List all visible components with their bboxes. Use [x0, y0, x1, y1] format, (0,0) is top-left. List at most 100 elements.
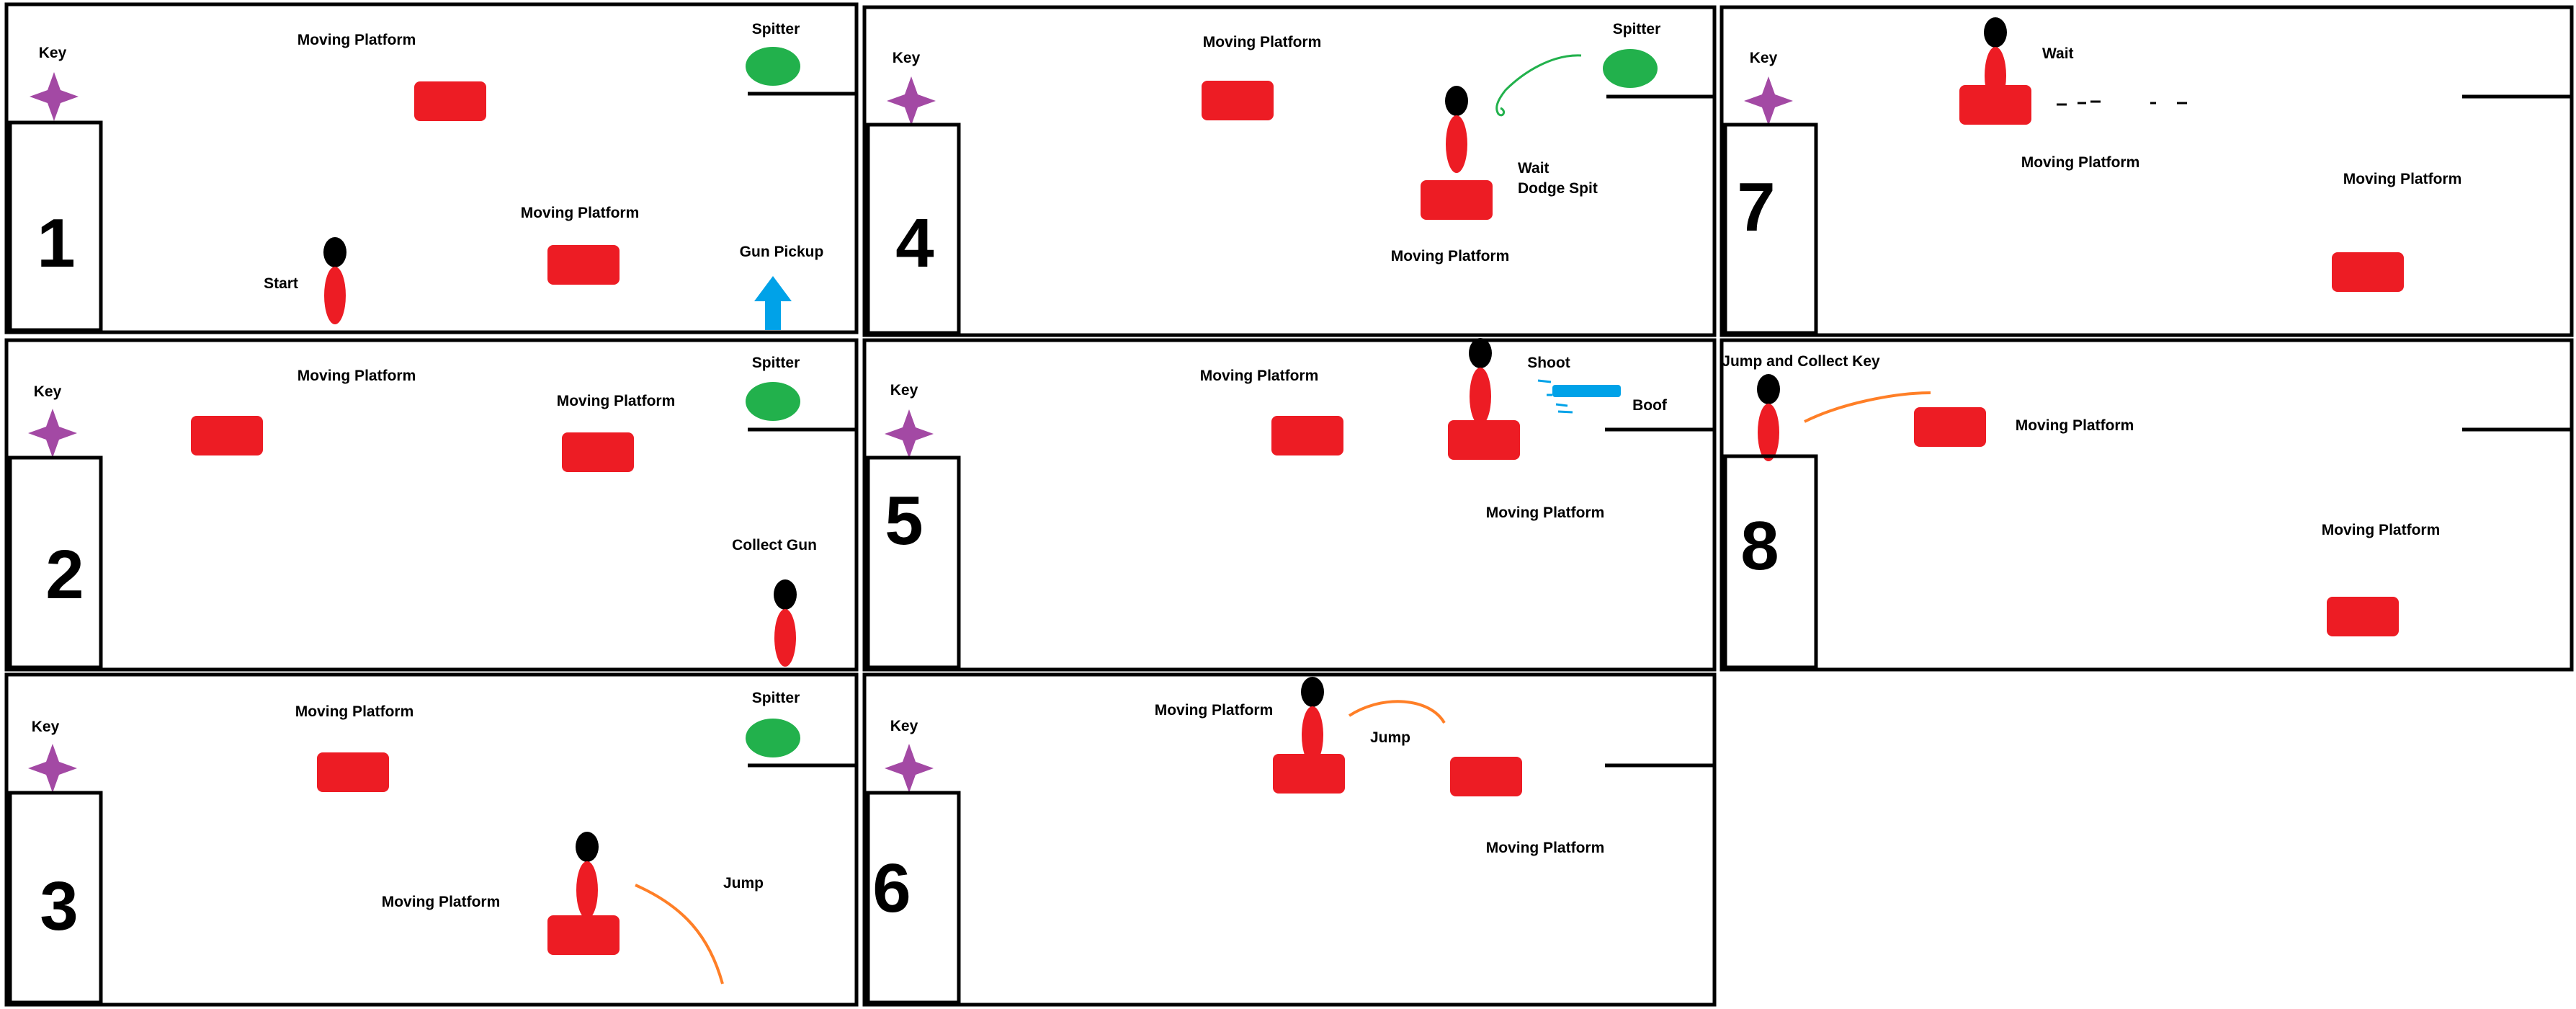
spitter-label: Spitter — [752, 21, 800, 37]
panel-number: 4 — [895, 205, 934, 282]
panel-frame — [4, 672, 859, 1007]
key-label: Key — [32, 719, 60, 735]
start-label: Start — [264, 275, 298, 292]
moving-platform — [2327, 597, 2399, 636]
panel-number: 3 — [40, 868, 78, 945]
key-icon — [885, 409, 934, 458]
door — [8, 120, 103, 332]
collect-gun-label: Collect Gun — [732, 537, 817, 554]
player-character — [1445, 86, 1468, 173]
spit-projectile — [1495, 54, 1582, 117]
wait-label: Wait — [1518, 160, 1549, 177]
spitter-label: Spitter — [752, 355, 800, 371]
panel-frame — [1719, 338, 2574, 672]
key-label: Key — [890, 718, 918, 734]
spitter-label: Spitter — [752, 690, 800, 706]
moving-platform-label: Moving Platform — [521, 205, 640, 221]
gun-shot-projectile — [1552, 385, 1621, 397]
moving-platform-label: Moving Platform — [1391, 248, 1510, 265]
key-icon — [1744, 76, 1793, 125]
shot-spray — [1537, 379, 1573, 414]
shoot-label: Shoot — [1527, 355, 1570, 371]
moving-platform-label: Moving Platform — [2343, 171, 2462, 187]
key-label: Key — [893, 50, 921, 66]
moving-platform-label: Moving Platform — [1200, 368, 1319, 384]
panel-7: Key 7 Wait Moving Platform Moving Platfo… — [1719, 5, 2574, 337]
panel-2: Key 2 Moving Platform Moving Platform Sp… — [4, 338, 859, 672]
dodge-spit-label: Dodge Spit — [1518, 180, 1598, 197]
moving-platform — [2332, 252, 2404, 292]
moving-platform-label: Moving Platform — [1486, 504, 1605, 521]
key-label: Key — [890, 382, 918, 399]
moving-platform — [547, 245, 620, 285]
moving-platform — [1448, 420, 1520, 460]
moving-platform — [562, 432, 634, 472]
player-character — [1757, 374, 1780, 461]
player-character — [1469, 338, 1492, 425]
panel-frame — [862, 5, 1717, 337]
spitter-enemy — [746, 382, 800, 421]
key-icon — [28, 744, 77, 793]
moving-platform-label: Moving Platform — [2322, 522, 2441, 538]
moving-platform — [317, 752, 389, 792]
moving-platform-label: Moving Platform — [382, 894, 501, 910]
panel-number: 7 — [1737, 169, 1775, 246]
panel-frame — [862, 338, 1717, 672]
key-icon — [28, 409, 77, 458]
spitter-label: Spitter — [1613, 21, 1661, 37]
player-character — [576, 832, 599, 919]
spitter-enemy — [746, 47, 800, 86]
jump-and-collect-key-label: Jump and Collect Key — [1722, 353, 1880, 370]
boof-label: Boof — [1632, 397, 1668, 414]
key-icon — [887, 76, 936, 125]
motion-trail — [2057, 100, 2187, 106]
jump-arc — [1348, 700, 1446, 724]
door — [1723, 454, 1818, 670]
jump-label: Jump — [723, 875, 764, 892]
key-icon — [885, 744, 934, 793]
moving-platform — [191, 416, 263, 455]
moving-platform — [1271, 416, 1343, 455]
panel-number: 5 — [885, 482, 923, 559]
panel-number: 1 — [37, 205, 75, 282]
player-character — [1301, 677, 1324, 764]
moving-platform — [1202, 81, 1274, 120]
player-character — [774, 579, 797, 667]
panel-number: 2 — [45, 536, 84, 613]
wait-label: Wait — [2042, 45, 2074, 62]
player-character — [323, 237, 346, 324]
door — [8, 791, 103, 1005]
moving-platform-label: Moving Platform — [557, 393, 676, 409]
panel-frame — [4, 338, 859, 672]
moving-platform-label: Moving Platform — [298, 32, 416, 48]
moving-platform-label: Moving Platform — [2016, 417, 2134, 434]
moving-platform — [1914, 407, 1986, 447]
panel-3: Key 3 Moving Platform Moving Platform Ju… — [4, 672, 859, 1007]
moving-platform-label: Moving Platform — [2021, 154, 2140, 171]
panel-6: Key 6 Moving Platform Jump Moving Platfo… — [862, 672, 1717, 1007]
panel-1: Key 1 Moving Platform Moving Platform St… — [4, 2, 859, 334]
moving-platform — [1450, 757, 1522, 796]
moving-platform-label: Moving Platform — [1203, 34, 1322, 50]
moving-platform-label: Moving Platform — [295, 703, 414, 720]
jump-arc — [1804, 391, 1931, 423]
door — [866, 455, 961, 670]
panel-number: 6 — [872, 850, 911, 927]
panel-frame — [1719, 5, 2574, 337]
door — [866, 123, 961, 335]
moving-platform-label: Moving Platform — [1155, 702, 1274, 719]
key-icon — [30, 72, 79, 121]
moving-platform — [414, 81, 486, 121]
moving-platform-label: Moving Platform — [1486, 840, 1605, 856]
jump-label: Jump — [1370, 729, 1410, 746]
door — [866, 791, 961, 1005]
panel-frame — [862, 672, 1717, 1007]
door — [1723, 123, 1818, 335]
moving-platform — [1421, 180, 1493, 220]
panel-4: Key 4 Moving Platform Moving Platform Wa… — [862, 5, 1717, 337]
moving-platform — [547, 915, 620, 955]
key-label: Key — [1750, 50, 1778, 66]
key-label: Key — [39, 45, 67, 61]
gun-pickup-label: Gun Pickup — [740, 244, 824, 260]
